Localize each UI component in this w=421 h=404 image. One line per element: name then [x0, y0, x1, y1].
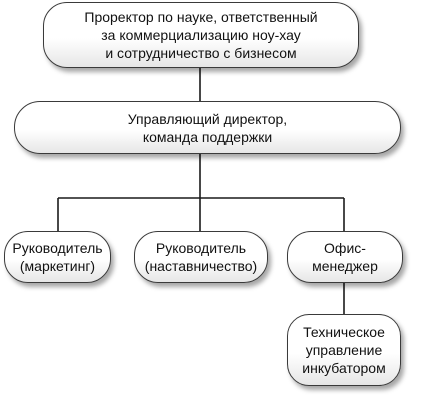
node-office-manager: Офис- менеджер: [287, 231, 403, 283]
node-incubator-management-label: Техническое управление инкубатором: [302, 324, 386, 376]
node-vice-rector: Проректор по науке, ответственный за ком…: [43, 2, 359, 68]
node-office-manager-label: Офис- менеджер: [312, 240, 378, 274]
node-incubator-management: Техническое управление инкубатором: [287, 314, 401, 386]
node-managing-director: Управляющий директор, команда поддержки: [14, 101, 401, 154]
node-vice-rector-label: Проректор по науке, ответственный за ком…: [84, 9, 318, 61]
node-managing-director-label: Управляющий директор, команда поддержки: [127, 110, 288, 145]
node-head-mentoring: Руководитель (наставничество): [134, 231, 268, 283]
node-head-mentoring-label: Руководитель (наставничество): [144, 240, 258, 274]
node-head-marketing-label: Руководитель (маркетинг): [12, 240, 103, 274]
node-head-marketing: Руководитель (маркетинг): [4, 231, 111, 283]
